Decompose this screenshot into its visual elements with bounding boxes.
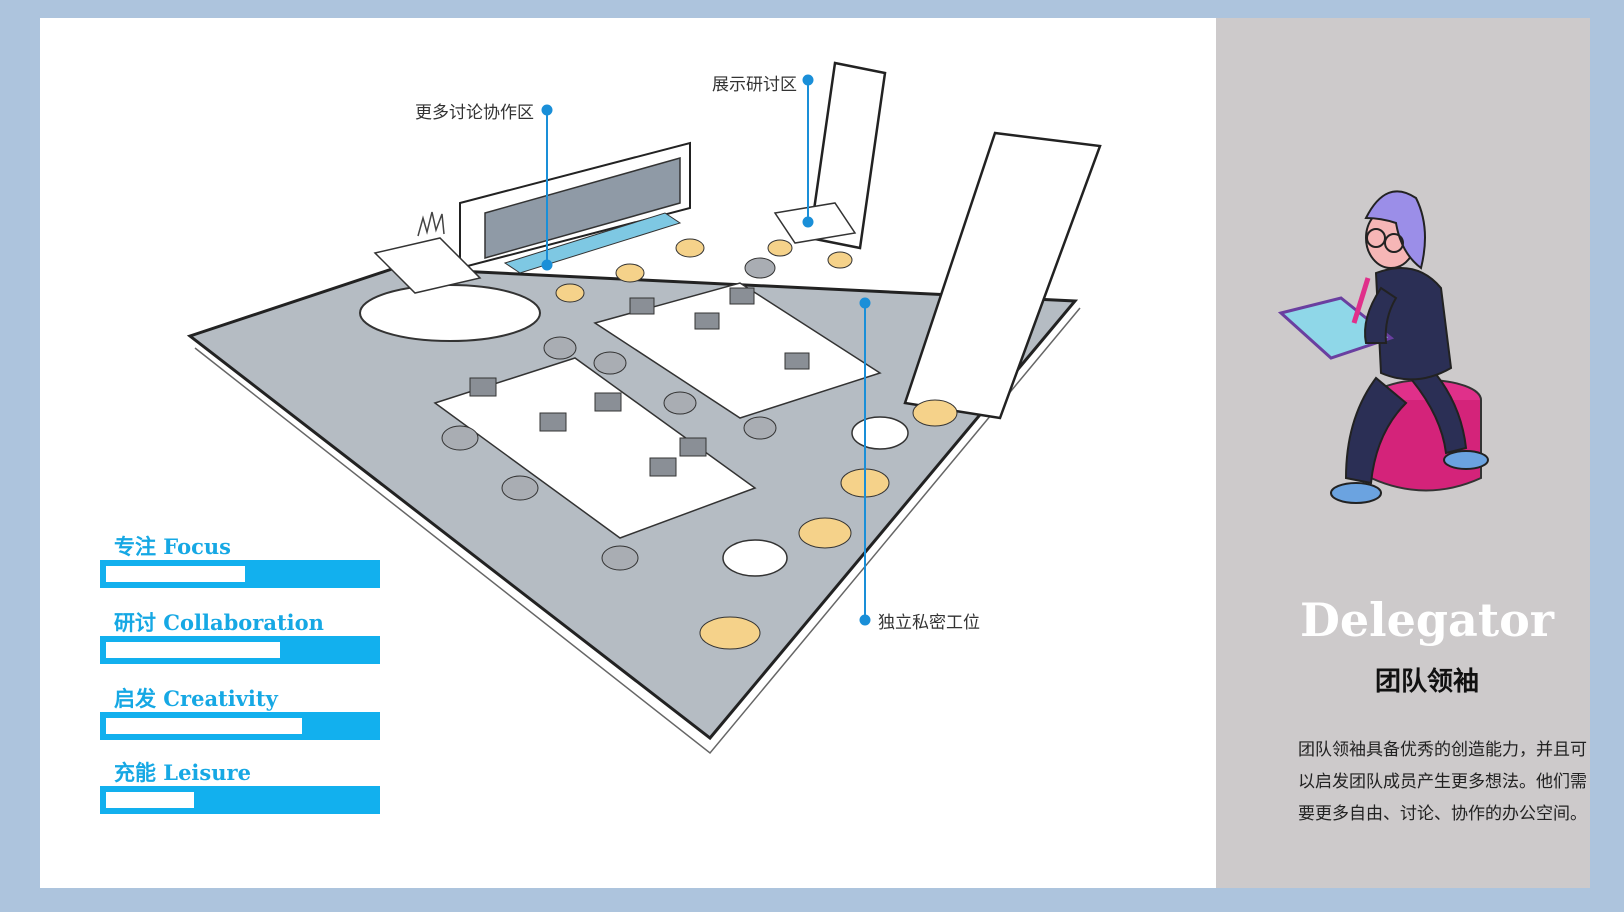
oval-rug <box>359 284 541 342</box>
persona-panel: Delegator 团队领袖 团队领袖具备优秀的创造能力，并且可以启发团队成员产… <box>1216 18 1590 888</box>
display-table <box>773 202 857 244</box>
metric-creativity-bar <box>100 712 380 740</box>
persona-name: Delegator <box>1299 593 1555 647</box>
metric-focus: 专注 Focus <box>100 534 380 588</box>
desk-row-1 <box>433 357 757 539</box>
round-table-2 <box>722 539 788 577</box>
notebook <box>1277 296 1395 360</box>
callout-private-label: 独立私密工位 <box>878 613 980 633</box>
glasses-left <box>1366 228 1386 248</box>
metric-creativity-fill <box>106 718 302 734</box>
metric-collaboration: 研讨 Collaboration <box>100 610 380 664</box>
column-right <box>903 131 1102 420</box>
yellow-chairs <box>555 238 958 650</box>
metric-leisure-bar <box>100 786 380 814</box>
figure-torso <box>1374 267 1453 381</box>
figure-hat <box>1364 190 1426 270</box>
metric-creativity: 启发 Creativity <box>100 686 380 740</box>
floor-edge-sketch <box>194 307 1081 755</box>
discussion-table <box>373 237 482 294</box>
figure-leg-right <box>1404 366 1468 455</box>
figure-arm <box>1364 286 1398 344</box>
figure-legs <box>1344 376 1408 485</box>
office-plan-panel: 更多讨论协作区 展示研讨区 独立私密工位 专注 Focus 研讨 Collabo… <box>40 18 1216 888</box>
glasses-right <box>1384 233 1404 253</box>
metric-collaboration-bar <box>100 636 380 664</box>
office-floor-sketch <box>186 61 1102 755</box>
metric-collaboration-label: 研讨 Collaboration <box>114 610 324 635</box>
metric-collaboration-fill <box>106 642 280 658</box>
desk-row-2 <box>593 282 882 419</box>
bench-seat <box>503 212 682 274</box>
metric-focus-fill <box>106 566 245 582</box>
callout-discussion-label: 更多讨论协作区 <box>415 103 534 123</box>
monitors <box>469 287 810 477</box>
grey-chairs <box>441 257 777 571</box>
callout-display-label: 展示研讨区 <box>712 75 797 95</box>
callout-lines <box>541 74 871 626</box>
metric-creativity-label: 启发 Creativity <box>114 686 278 711</box>
metric-leisure-label: 充能 Leisure <box>114 760 251 785</box>
persona-name-cn: 团队领袖 <box>1374 667 1479 697</box>
persona-description: 团队领袖具备优秀的创造能力，并且可以启发团队成员产生更多想法。他们需要更多自由、… <box>1298 740 1587 824</box>
metric-focus-bar <box>100 560 380 588</box>
shoe-left <box>1330 482 1382 504</box>
metric-focus-label: 专注 Focus <box>114 534 231 559</box>
bench-panel <box>484 157 681 259</box>
pen <box>1351 277 1371 324</box>
persona-illustration <box>1277 190 1489 504</box>
plants <box>417 211 445 237</box>
metric-leisure-fill <box>106 792 194 808</box>
metric-leisure: 充能 Leisure <box>100 760 380 814</box>
column-display <box>808 61 887 250</box>
shoe-right <box>1443 450 1489 470</box>
round-table-1 <box>851 416 909 450</box>
